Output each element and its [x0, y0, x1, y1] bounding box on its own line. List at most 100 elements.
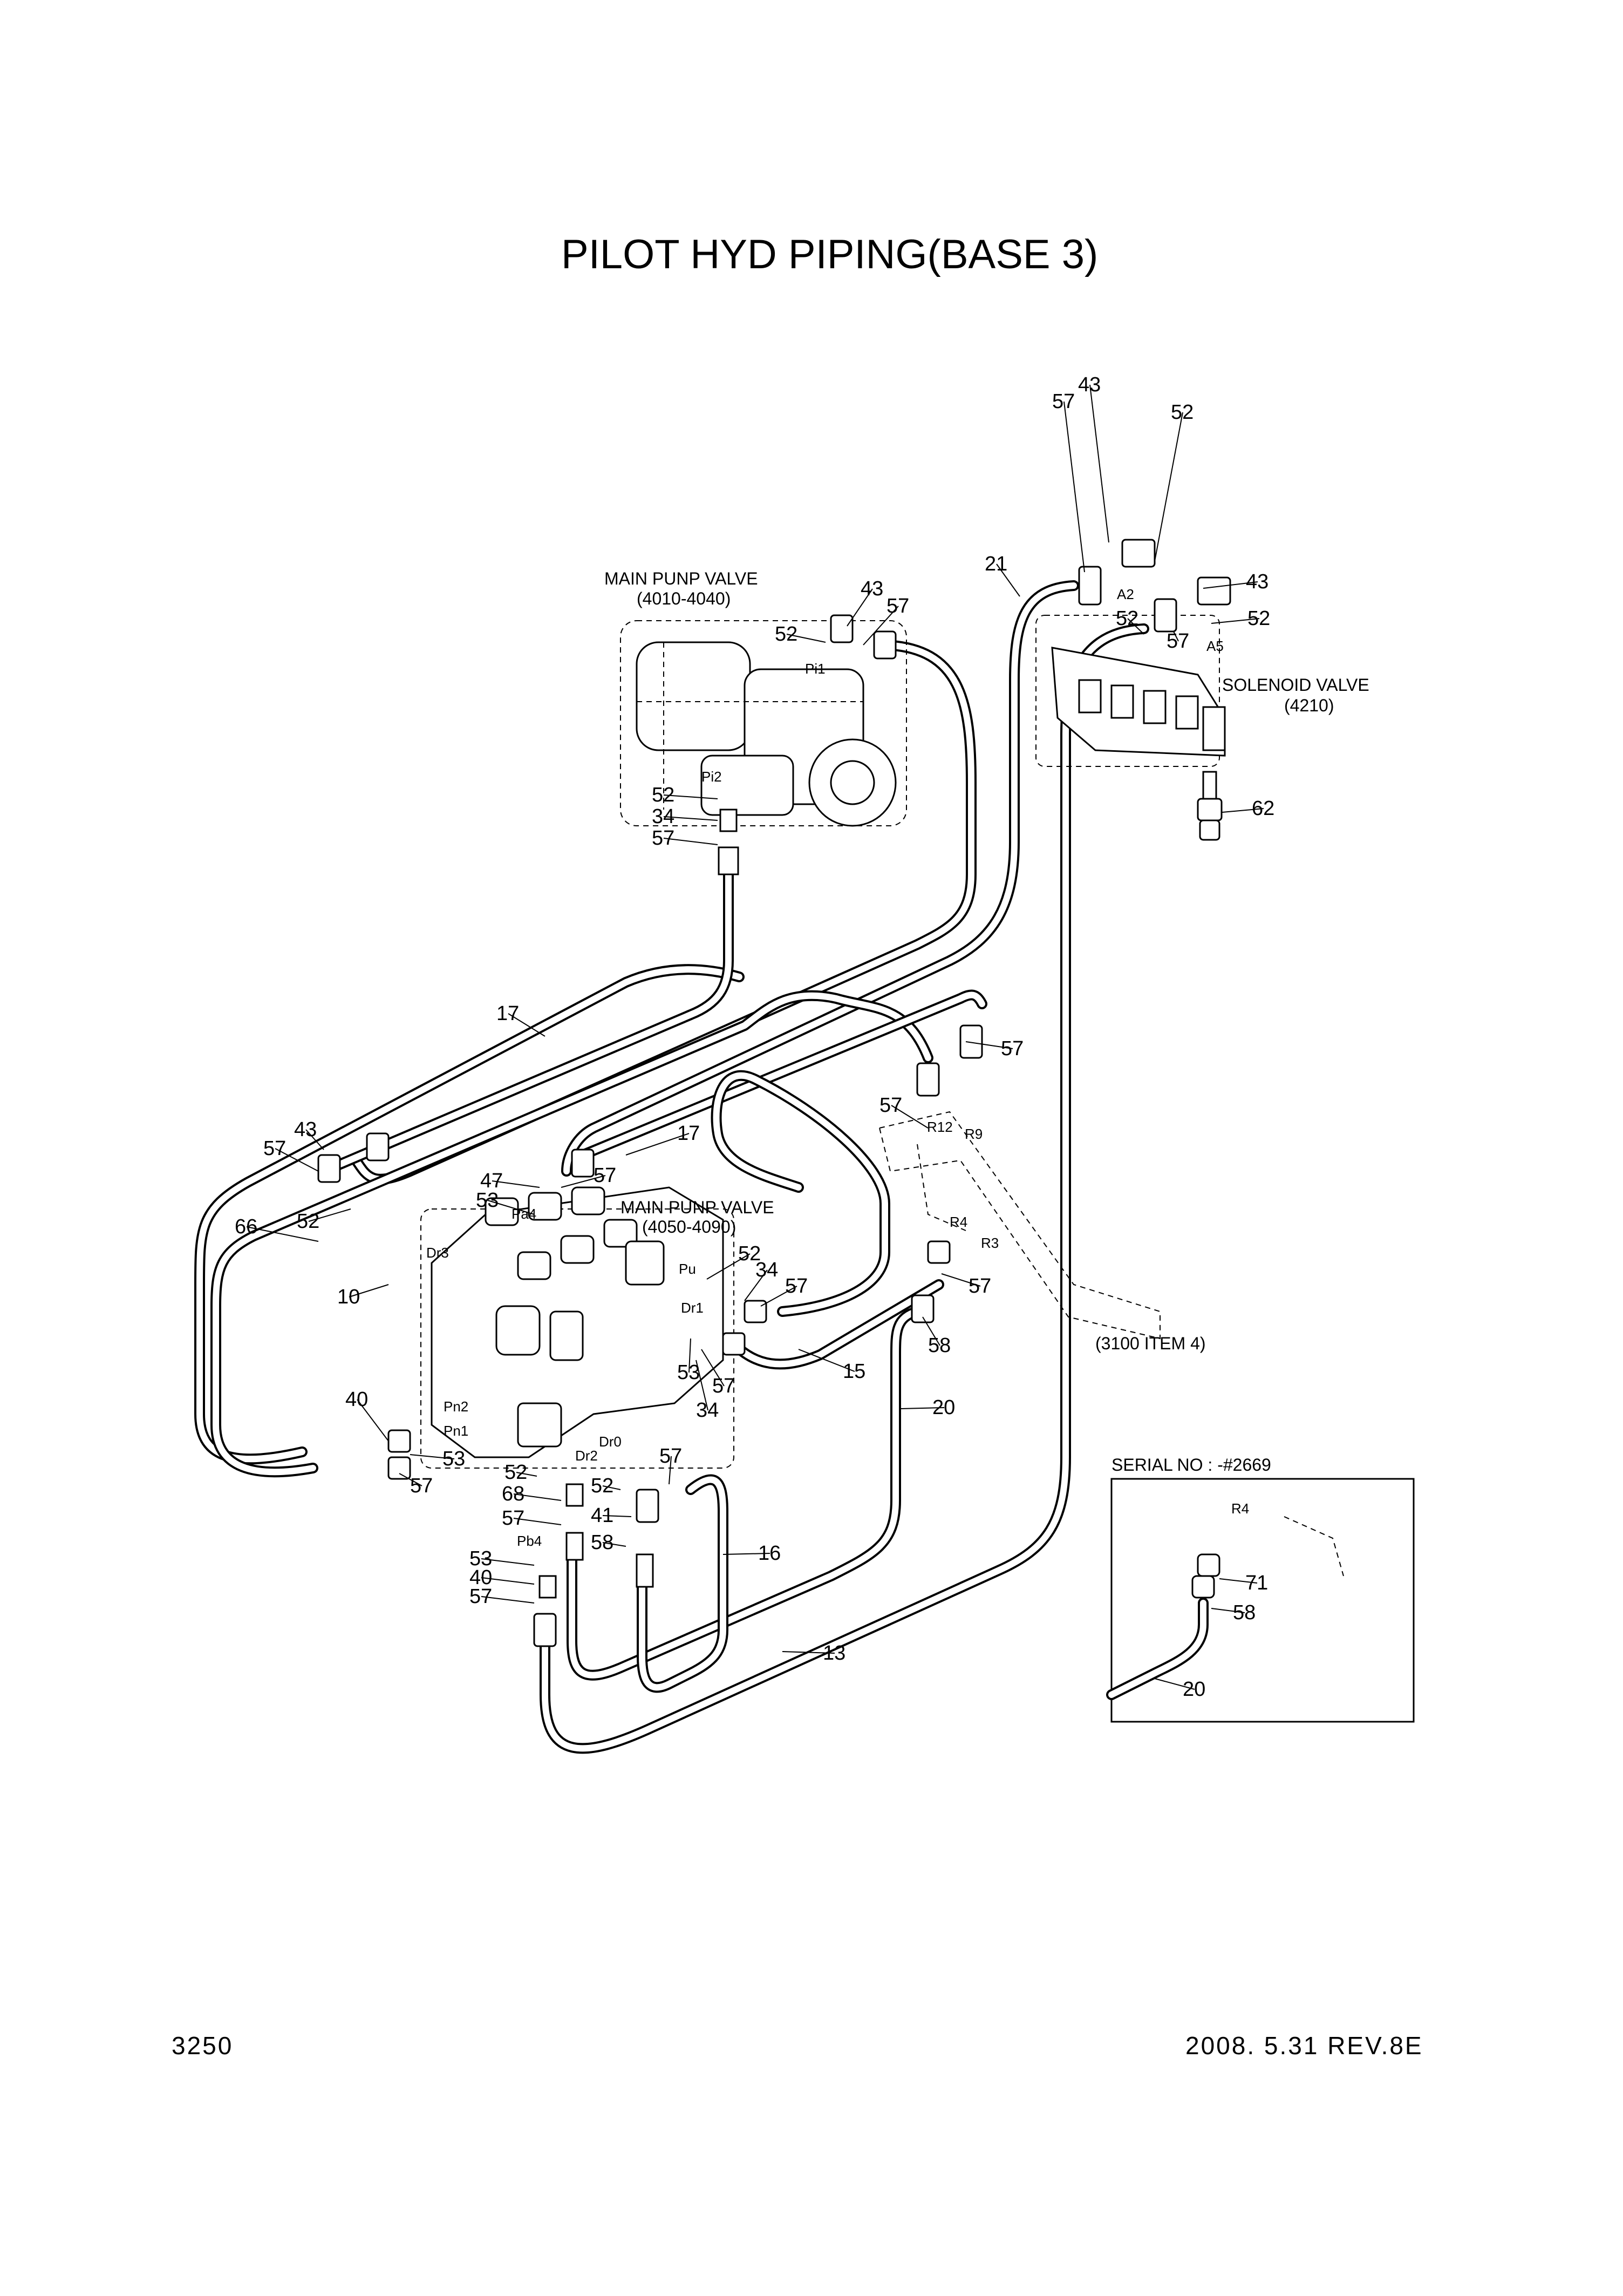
callout-number: 34 — [652, 805, 674, 828]
callout-number: 20 — [1183, 1678, 1205, 1701]
hose-16 — [637, 1474, 728, 1693]
callout-21: 21 — [985, 553, 1020, 597]
callout-leader — [1203, 581, 1258, 589]
callout-52: 52 — [652, 784, 718, 806]
callout-52: 52 — [1211, 607, 1270, 630]
callout-34: 34 — [744, 1259, 778, 1301]
callout-leader — [308, 1208, 351, 1222]
callout-leader — [246, 1226, 319, 1242]
callout-number: 52 — [297, 1210, 319, 1233]
callout-leader — [513, 1493, 562, 1501]
callout-leader — [1219, 1578, 1258, 1584]
callout-number: 58 — [928, 1334, 951, 1357]
callout-17: 17 — [496, 1002, 545, 1037]
callout-13: 13 — [782, 1642, 845, 1665]
callout-43: 43 — [1203, 570, 1269, 593]
hose-pi2-drop — [318, 869, 734, 1177]
port-label-r4: R4 — [950, 1214, 967, 1230]
callout-52: 52 — [297, 1208, 351, 1233]
upper-pump-range: (4010-4040) — [637, 589, 731, 608]
callout-20: 20 — [1154, 1678, 1205, 1701]
callout-number: 57 — [1052, 390, 1075, 413]
callout-number: 71 — [1245, 1572, 1268, 1594]
port-label-pi1: Pi1 — [805, 661, 826, 677]
callout-number: 57 — [712, 1375, 735, 1397]
fittings — [317, 539, 1231, 1647]
callout-number: 52 — [738, 1242, 761, 1265]
callout-number: 57 — [410, 1475, 433, 1497]
callout-number: 57 — [785, 1275, 808, 1298]
upper-main-pump — [620, 620, 907, 827]
callout-number: 47 — [480, 1170, 503, 1192]
callout-40: 40 — [469, 1566, 535, 1589]
callout-number: 40 — [469, 1566, 492, 1589]
callout-leader — [399, 1473, 422, 1486]
callout-53: 53 — [410, 1448, 465, 1470]
callout-leader — [602, 1485, 621, 1490]
callout-leader — [688, 1338, 691, 1373]
callout-leader — [965, 1041, 1013, 1049]
callout-number: 17 — [677, 1122, 700, 1145]
callout-number: 57 — [469, 1585, 492, 1608]
callout-number: 52 — [591, 1475, 613, 1497]
hose-20 — [567, 1306, 923, 1681]
callout-52: 52 — [1116, 607, 1144, 635]
callout-57: 57 — [469, 1585, 535, 1608]
callout-number: 53 — [469, 1547, 492, 1570]
callout-57: 57 — [760, 1275, 808, 1307]
callout-10: 10 — [337, 1284, 389, 1308]
callout-number: 57 — [1167, 630, 1189, 653]
callout-57: 57 — [941, 1273, 991, 1298]
callout-leader — [1222, 808, 1264, 813]
callout-leader — [760, 1286, 797, 1307]
port-label-dr1: Dr1 — [681, 1300, 704, 1316]
page-title: PILOT HYD PIPING(BASE 3) — [561, 232, 1098, 277]
callout-leader — [513, 1518, 562, 1525]
upper-pump-name: MAIN PUNP VALVE — [604, 569, 758, 588]
callout-16: 16 — [722, 1542, 781, 1565]
callout-leader — [508, 1013, 545, 1037]
reference-note: (3100 ITEM 4) — [1095, 1334, 1206, 1353]
callout-52: 52 — [775, 623, 826, 646]
hose-network — [194, 580, 1149, 1754]
callout-number: 57 — [263, 1137, 286, 1160]
callout-leader — [786, 634, 826, 643]
callout-leader — [625, 1133, 690, 1156]
callout-57: 57 — [863, 595, 909, 646]
callout-number: 52 — [775, 623, 797, 646]
callout-leader — [891, 1105, 929, 1129]
callout-number: 34 — [755, 1259, 778, 1281]
port-label-pn2: Pn2 — [444, 1398, 468, 1415]
callout-leader — [863, 606, 899, 646]
callout-leader — [516, 1472, 537, 1477]
callout-leader — [1154, 1678, 1195, 1690]
port-label-r3: R3 — [981, 1235, 999, 1251]
callout-leader — [410, 1454, 455, 1459]
callout-number: 17 — [496, 1002, 519, 1025]
port-label-a5: A5 — [1206, 638, 1224, 654]
solenoid-name: SOLENOID VALVE — [1222, 675, 1369, 695]
callout-number: 43 — [294, 1118, 317, 1141]
callout-34: 34 — [652, 805, 718, 828]
callout-53: 53 — [677, 1338, 700, 1384]
callout-53: 53 — [469, 1547, 535, 1570]
callout-leader — [663, 838, 718, 845]
callout-57: 57 — [879, 1094, 929, 1129]
port-label-pn1: Pn1 — [444, 1423, 468, 1439]
port-label-dr3: Dr3 — [426, 1245, 449, 1261]
callout-57: 57 — [965, 1037, 1024, 1060]
callout-leader — [669, 1456, 672, 1485]
callout-number: 53 — [476, 1189, 499, 1212]
port-label-r4: R4 — [1231, 1500, 1249, 1517]
hose-17-lower — [577, 989, 987, 1160]
callout-leader — [901, 1407, 945, 1409]
lower-pump-name: MAIN PUNP VALVE — [620, 1198, 774, 1217]
callout-68: 68 — [502, 1483, 562, 1505]
callout-leader — [561, 1175, 606, 1188]
callout-number: 57 — [886, 595, 909, 617]
serial-inset — [1106, 1478, 1415, 1723]
callout-leader — [305, 1129, 324, 1150]
callout-57: 57 — [561, 1164, 616, 1188]
callout-number: 57 — [502, 1507, 524, 1530]
